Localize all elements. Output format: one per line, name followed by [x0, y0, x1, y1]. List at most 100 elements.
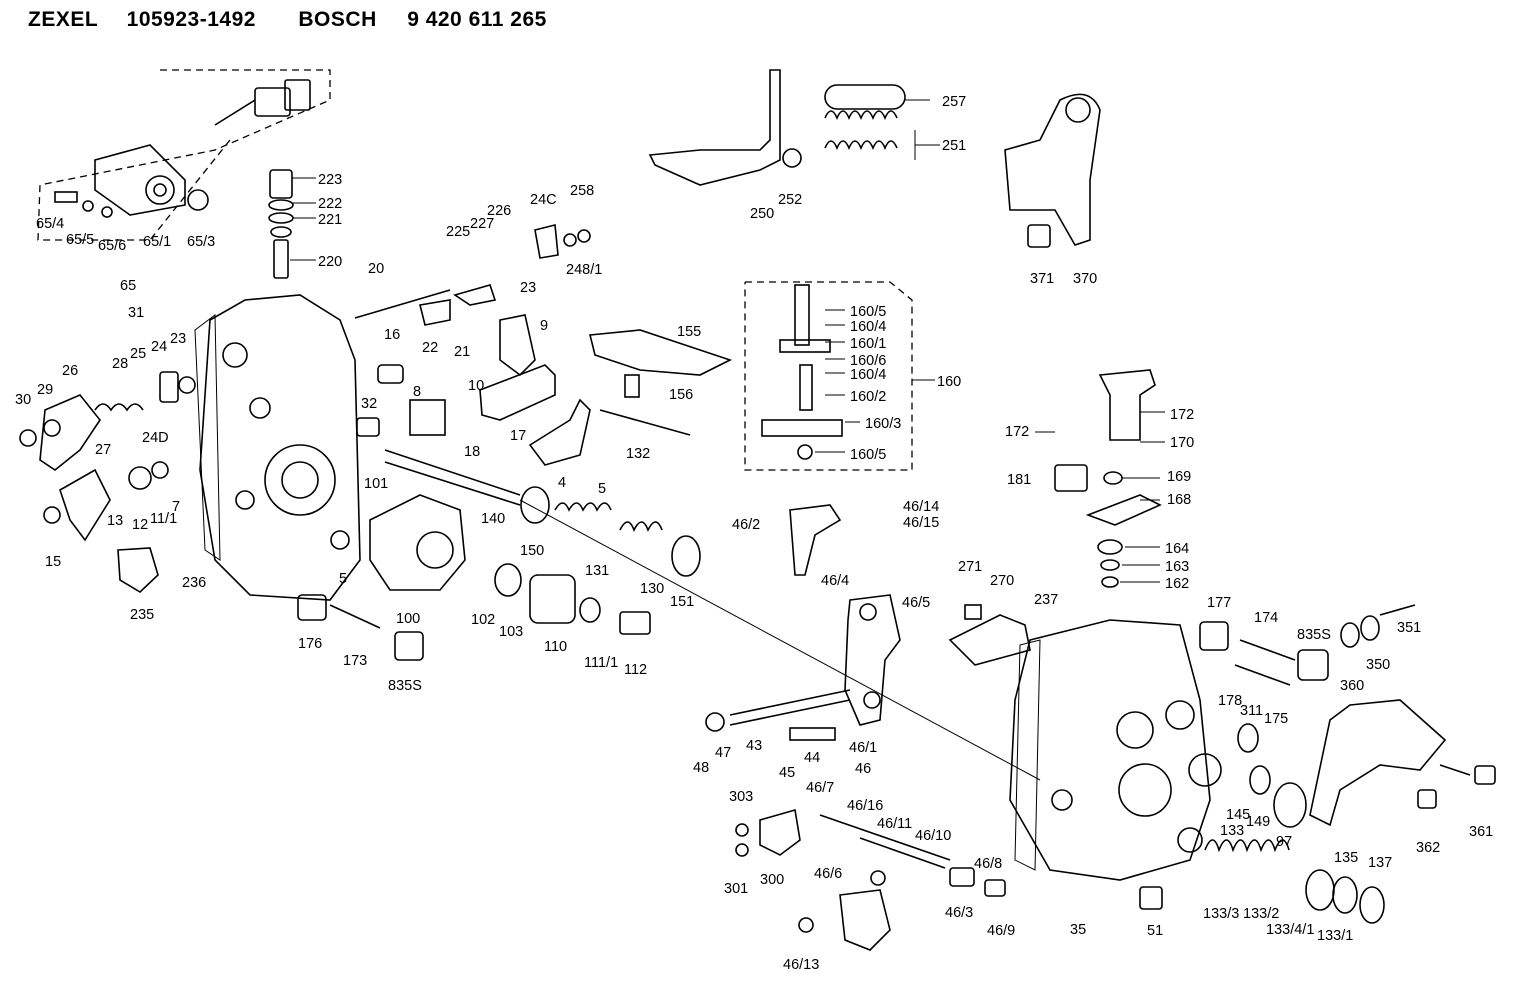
- part-callout: 46/3: [945, 905, 973, 921]
- part-callout: 258: [570, 183, 594, 199]
- part-callout: 65: [120, 278, 136, 294]
- part-callout: 270: [990, 573, 1014, 589]
- part-callout: 251: [942, 138, 966, 154]
- part-callout: 235: [130, 607, 154, 623]
- part-callout: 65/4: [36, 216, 64, 232]
- part-callout: 350: [1366, 657, 1390, 673]
- part-callout: 160/5: [850, 447, 886, 463]
- linkage-subassembly-160: [744, 281, 913, 471]
- part-callout: 360: [1340, 678, 1364, 694]
- part-callout: 226: [487, 203, 511, 219]
- part-callout: 164: [1165, 541, 1189, 557]
- part-callout: 21: [454, 344, 470, 360]
- part-callout: 301: [724, 881, 748, 897]
- part-callout: 156: [669, 387, 693, 403]
- part-callout: 227: [470, 216, 494, 232]
- part-callout: 51: [1147, 923, 1163, 939]
- upper-lever-bracket: [648, 69, 906, 186]
- header-maker-bosch: BOSCH: [298, 8, 377, 31]
- part-callout: 20: [368, 261, 384, 277]
- part-callout: 102: [471, 612, 495, 628]
- part-callout: 112: [624, 662, 647, 678]
- part-callout: 177: [1207, 595, 1231, 611]
- part-callout: 45: [779, 765, 795, 781]
- part-callout: 176: [298, 636, 322, 652]
- part-callout: 133/2: [1243, 906, 1279, 922]
- part-callout: 100: [396, 611, 420, 627]
- part-callout: 311: [1240, 703, 1263, 719]
- flyweight-assembly: [369, 486, 701, 635]
- part-callout: 7: [172, 499, 180, 515]
- part-callout: 175: [1264, 711, 1288, 727]
- part-callout: 25: [130, 346, 146, 362]
- part-callout: 160/6: [850, 353, 886, 369]
- part-callout: 131: [585, 563, 609, 579]
- part-callout: 257: [942, 94, 966, 110]
- part-callout: 29: [37, 382, 53, 398]
- part-callout: 163: [1165, 559, 1189, 575]
- part-callout: 181: [1007, 472, 1031, 488]
- part-callout: 110: [544, 639, 567, 655]
- part-callout: 160/4: [850, 319, 886, 335]
- part-callout: 46/15: [903, 515, 939, 531]
- part-callout: 10: [468, 378, 484, 394]
- part-callout: 248/1: [566, 262, 602, 278]
- part-callout: 835S: [388, 678, 422, 694]
- part-callout: 130: [640, 581, 664, 597]
- part-callout: 46/11: [877, 816, 912, 832]
- main-shaft: [384, 449, 1041, 781]
- part-callout: 162: [1165, 576, 1189, 592]
- part-callout: 44: [804, 750, 820, 766]
- header-zexel-number: 105923-1492: [126, 8, 256, 31]
- part-callout: 220: [318, 254, 342, 270]
- right-upper-stack: [1054, 369, 1162, 588]
- part-callout: 31: [128, 305, 144, 321]
- part-callout: 222: [318, 196, 342, 212]
- part-callout: 46/7: [806, 780, 834, 796]
- part-callout: 178: [1218, 693, 1242, 709]
- part-callout: 46/16: [847, 798, 883, 814]
- part-callout: 97: [1276, 834, 1292, 850]
- part-callout: 16: [384, 327, 400, 343]
- part-callout: 151: [670, 594, 694, 610]
- part-callout: 149: [1246, 814, 1270, 830]
- part-callout: 173: [343, 653, 367, 669]
- part-callout: 300: [760, 872, 784, 888]
- part-callout: 361: [1469, 824, 1493, 840]
- adjusting-screw-stack: [268, 169, 294, 279]
- part-callout: 174: [1254, 610, 1278, 626]
- part-callout: 103: [499, 624, 523, 640]
- right-bracket-360: [1199, 604, 1496, 828]
- bracket-270: [948, 604, 1031, 666]
- part-callout: 32: [361, 396, 377, 412]
- part-callout: 145: [1226, 807, 1250, 823]
- part-callout: 11/1: [150, 511, 177, 527]
- part-callout: 111/1: [584, 655, 618, 671]
- part-callout: 137: [1368, 855, 1392, 871]
- part-callout: 160/1: [850, 336, 886, 352]
- part-callout: 12: [132, 517, 148, 533]
- part-callout: 43: [746, 738, 762, 754]
- callout-leaders: [290, 99, 1165, 583]
- control-lever-155: [588, 329, 733, 398]
- part-callout: 169: [1167, 469, 1191, 485]
- part-callout: 28: [112, 356, 128, 372]
- part-callout: 133/1: [1317, 928, 1353, 944]
- part-callout: 18: [464, 444, 480, 460]
- pump-housing-right: [1009, 619, 1222, 881]
- part-callout: 135: [1334, 850, 1358, 866]
- part-callout: 155: [677, 324, 701, 340]
- part-callout: 132: [626, 446, 650, 462]
- part-callout: 46/5: [902, 595, 930, 611]
- part-callout: 252: [778, 192, 802, 208]
- part-callout: 30: [15, 392, 31, 408]
- part-callout: 170: [1170, 435, 1194, 451]
- part-callout: 47: [715, 745, 731, 761]
- part-callout: 23: [170, 331, 186, 347]
- part-callout: 250: [750, 206, 774, 222]
- part-callout: 221: [318, 212, 342, 228]
- part-callout: 46/2: [732, 517, 760, 533]
- part-callout: 24: [151, 339, 167, 355]
